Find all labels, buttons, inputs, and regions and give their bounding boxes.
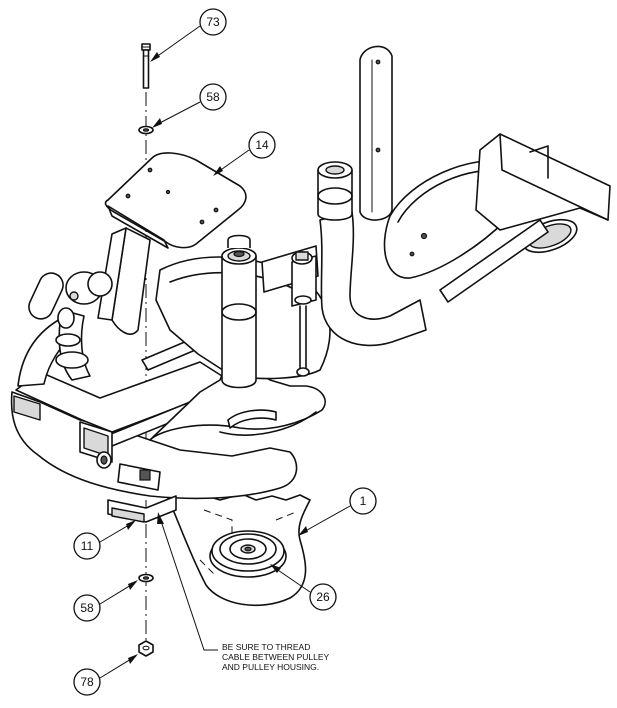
callout-label: 78 xyxy=(80,675,94,689)
washer-upper-part xyxy=(138,125,154,135)
note-line-2: CABLE BETWEEN PULLEY xyxy=(222,652,330,662)
callout-label: 73 xyxy=(206,15,220,29)
callout-label: 14 xyxy=(255,138,269,152)
note-leader xyxy=(157,512,218,651)
assembly-note: BE SURE TO THREAD CABLE BETWEEN PULLEY A… xyxy=(222,642,330,672)
left-handle-part xyxy=(28,271,113,381)
callout-label: 58 xyxy=(80,601,94,615)
seat-plate-part xyxy=(104,152,247,249)
callout-1: 1 xyxy=(298,487,377,536)
nut-part xyxy=(138,640,154,657)
callout-label: 26 xyxy=(316,590,330,604)
callout-label: 1 xyxy=(360,494,367,508)
washer-lower-part xyxy=(138,573,154,583)
callout-label: 11 xyxy=(81,539,94,553)
adjust-arm-part xyxy=(261,245,319,377)
callout-73: 73 xyxy=(150,8,227,62)
callout-11: 11 xyxy=(73,520,136,560)
callout-14: 14 xyxy=(213,131,276,176)
pivot-cylinder-part xyxy=(221,234,257,389)
note-line-3: AND PULLEY HOUSING. xyxy=(222,662,319,672)
pulley-part xyxy=(209,530,287,578)
callout-78: 78 xyxy=(73,654,138,696)
callout-58-lower: 58 xyxy=(73,580,138,622)
callout-58-upper: 58 xyxy=(152,83,227,128)
seat-support-part xyxy=(97,227,151,335)
callout-label: 58 xyxy=(206,90,220,104)
note-line-1: BE SURE TO THREAD xyxy=(222,642,310,652)
cable-bracket-part xyxy=(107,495,177,523)
callout-26: 26 xyxy=(270,564,337,611)
bolt-part xyxy=(141,43,151,89)
right-arm-part xyxy=(317,45,611,347)
